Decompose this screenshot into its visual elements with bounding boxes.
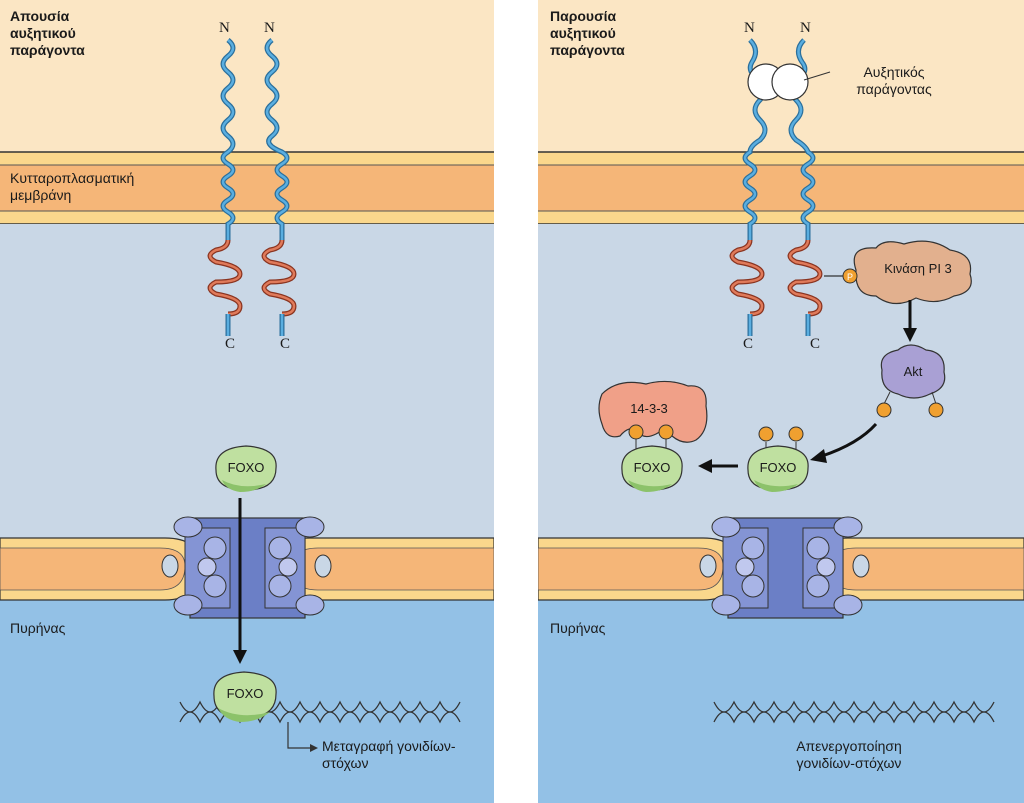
dna-helix	[713, 700, 995, 724]
growth-factor-label: Αυξητικός παράγοντας	[856, 64, 932, 97]
growth-factor	[747, 63, 831, 101]
foxo-label: FOXO	[759, 460, 797, 475]
foxo-dna-shape	[213, 671, 277, 722]
c-terminus-label: C	[280, 336, 291, 352]
outcome-label: Απενεργοποίηση γονιδίων-στόχων	[796, 738, 902, 771]
phosphate: P	[842, 268, 858, 284]
diagram-presence: P	[538, 0, 1024, 803]
svg-text:P: P	[847, 272, 853, 282]
c-terminus-label: C	[743, 336, 754, 352]
nucleus-label: Πυρήνας	[550, 620, 606, 636]
condition-label: Παρουσία αυξητικού παράγοντα	[550, 8, 625, 58]
outcome-label: Μεταγραφή γονιδίων-στόχων	[322, 738, 456, 771]
phosphorylation-arrow	[821, 422, 878, 458]
pi3-kinase	[853, 240, 972, 305]
diagram-absence	[0, 0, 494, 803]
nuclear-envelope	[0, 537, 494, 601]
c-terminus-label: C	[225, 336, 236, 352]
transcription-arrow	[287, 722, 312, 749]
receptor-1	[207, 38, 243, 336]
nucleus-label: Πυρήνας	[10, 620, 66, 636]
foxo-label: FOXO	[227, 460, 265, 475]
c-terminus-label: C	[810, 336, 821, 352]
foxo-label: FOXO	[226, 686, 264, 701]
foxo-bound-shape	[621, 424, 683, 492]
nucleus	[538, 590, 1024, 803]
foxo-cytoplasm-shape	[215, 445, 277, 492]
nuclear-pore	[173, 516, 325, 619]
nuclear-pore	[711, 516, 863, 619]
condition-label: Απουσία αυξητικού παράγοντα	[10, 8, 85, 58]
n-terminus-label: N	[264, 20, 275, 36]
panel-absence-growth-factor: Απουσία αυξητικού παράγοντα Κυτταροπλασμ…	[0, 0, 494, 803]
receptor-2	[261, 38, 297, 336]
extracellular-space	[0, 0, 494, 155]
foxo-label: FOXO	[633, 460, 671, 475]
n-terminus-label: N	[800, 20, 811, 36]
n-terminus-label: N	[744, 20, 755, 36]
panel-presence-growth-factor: P	[538, 0, 1024, 803]
foxo-phosphorylated-shape	[747, 426, 809, 492]
pi3-kinase-label: Κινάση PI 3	[884, 261, 952, 276]
akt-label: Akt	[903, 364, 923, 379]
n-terminus-label: N	[219, 20, 230, 36]
membrane-label: Κυτταροπλασματική μεμβράνη	[10, 170, 135, 203]
protein-14-3-3-label: 14-3-3	[630, 401, 668, 416]
akt	[876, 344, 946, 418]
nuclear-envelope	[538, 537, 1024, 601]
